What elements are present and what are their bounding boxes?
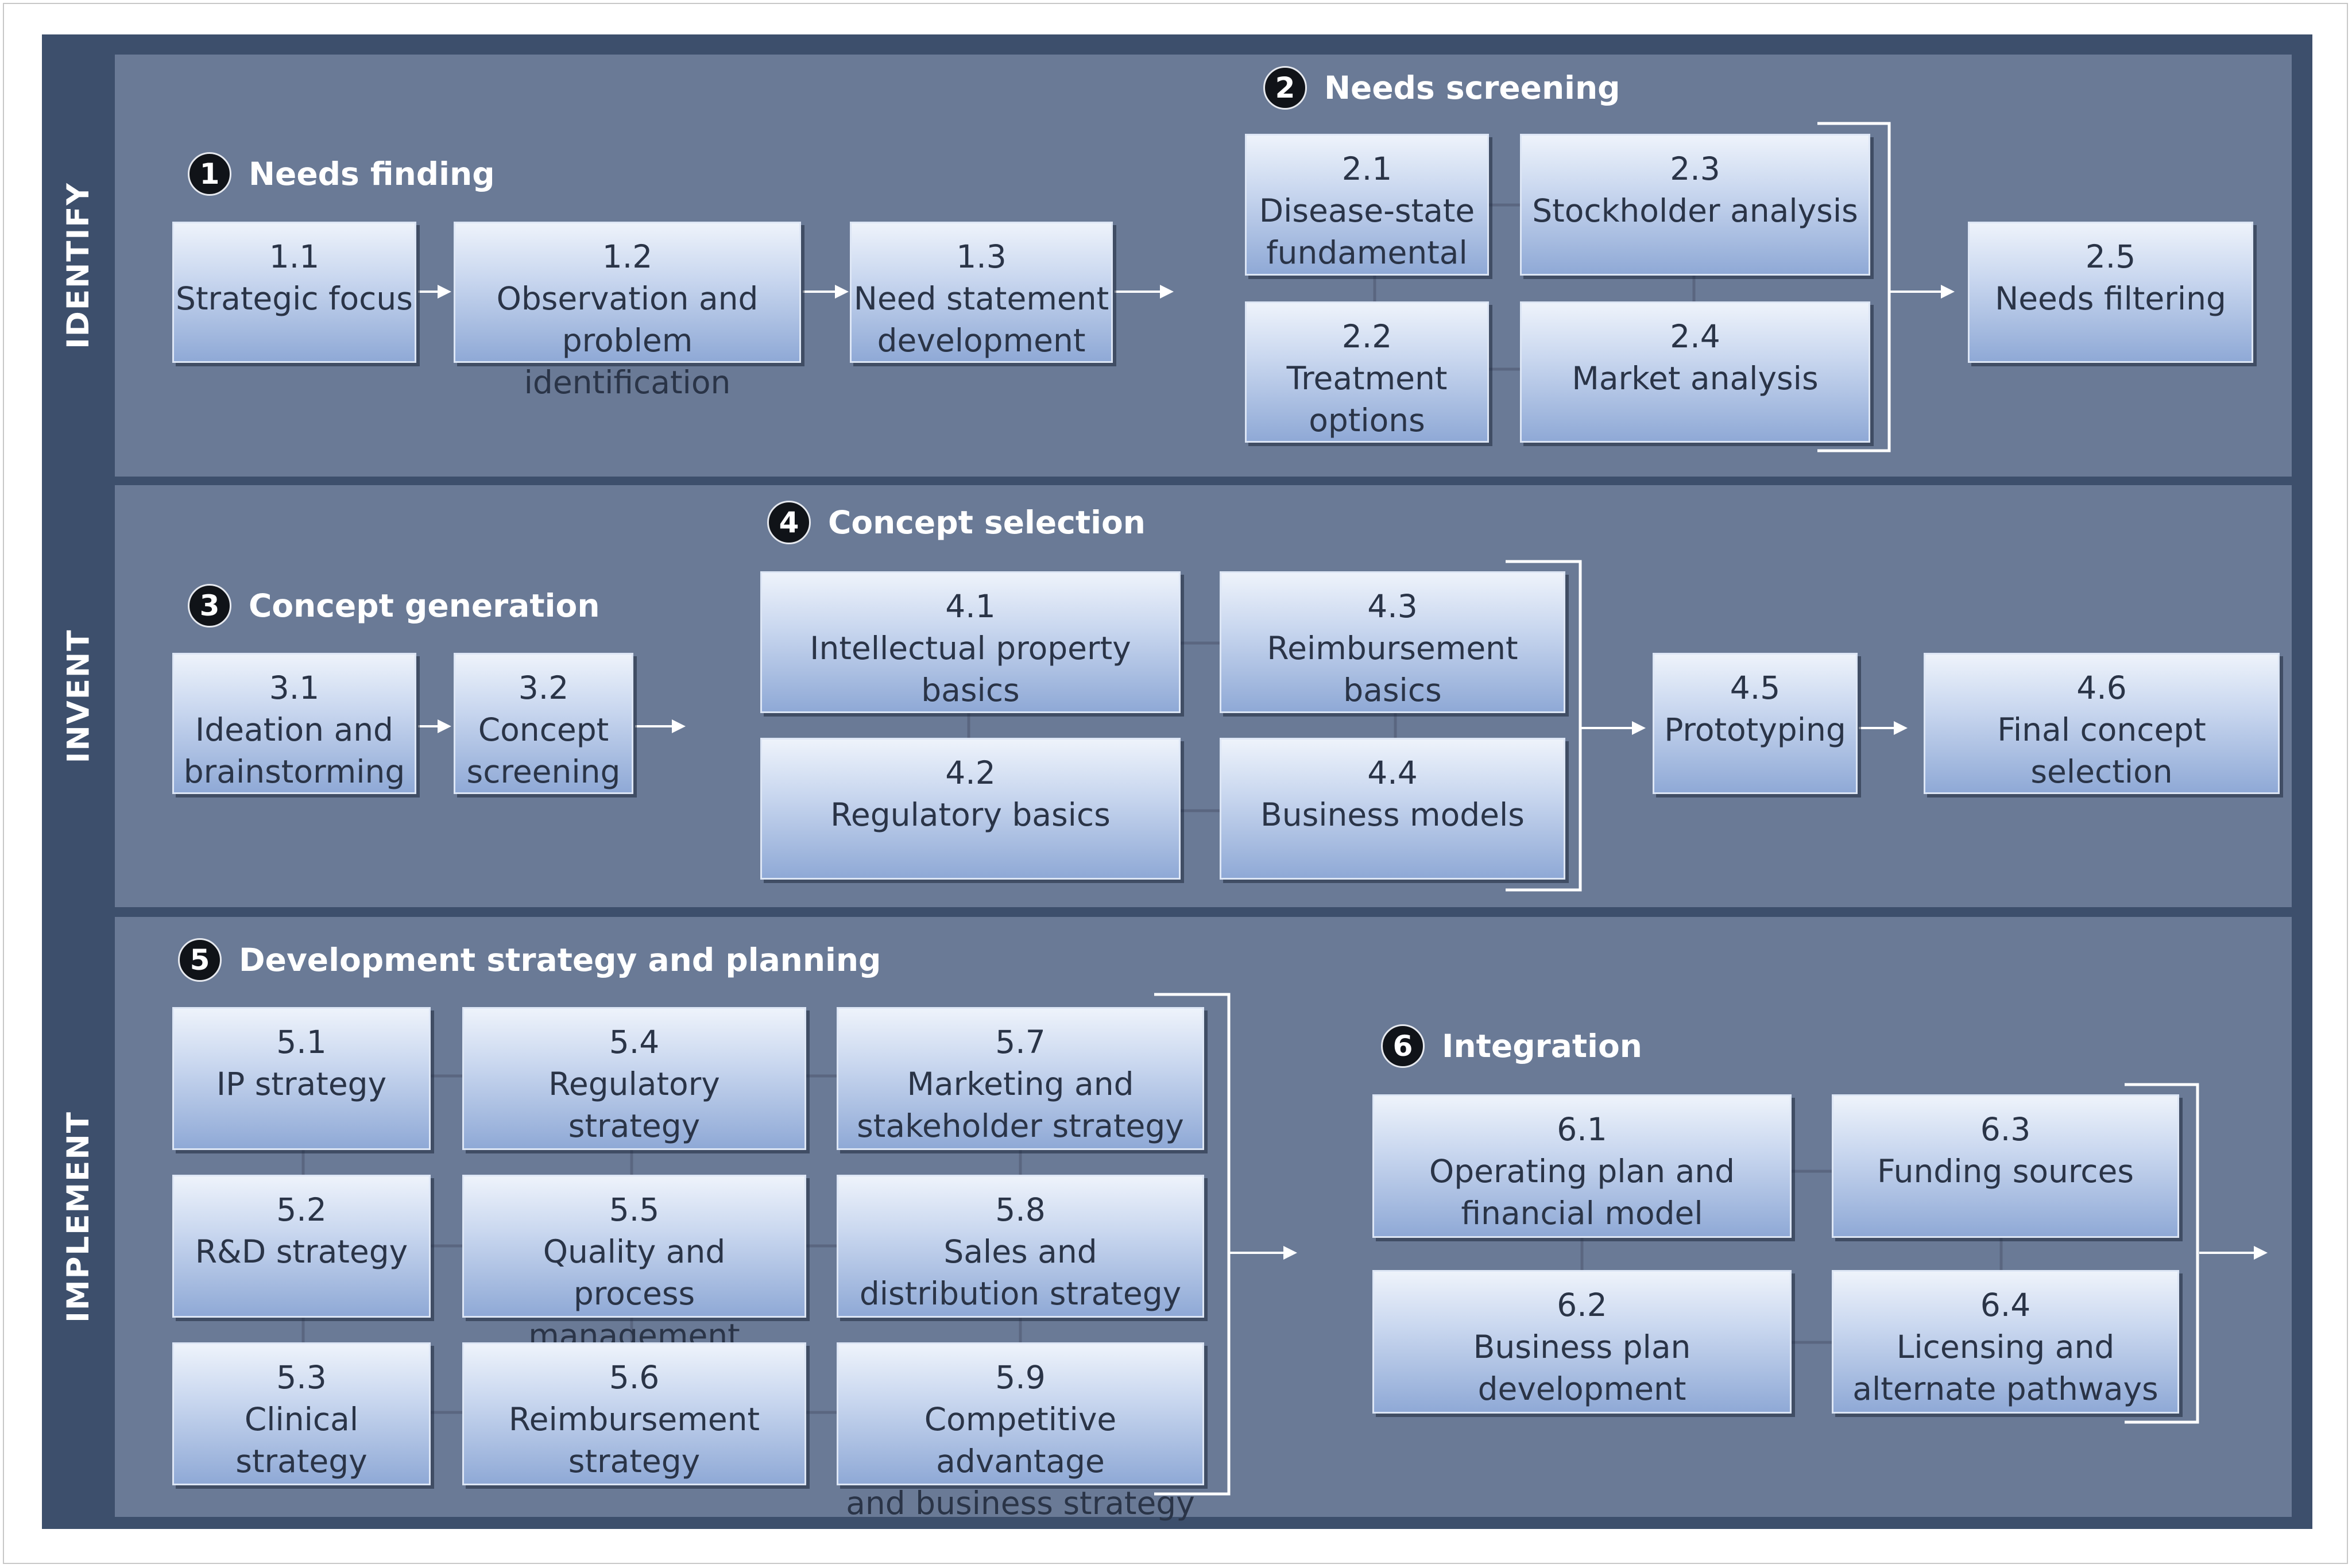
band-label-invent: INVENT <box>61 629 96 764</box>
band-label-identify: IDENTIFY <box>61 182 96 349</box>
stage-badge-1: 1 <box>188 152 231 196</box>
stage-badge-6: 6 <box>1381 1024 1425 1068</box>
stage-badge-3: 3 <box>188 584 231 628</box>
band-label-implement: IMPLEMENT <box>61 1111 96 1323</box>
band-identify <box>115 55 2292 477</box>
stage-badge-4: 4 <box>767 501 811 544</box>
stage-badge-5: 5 <box>178 938 222 982</box>
stage-badge-2: 2 <box>1263 66 1307 110</box>
